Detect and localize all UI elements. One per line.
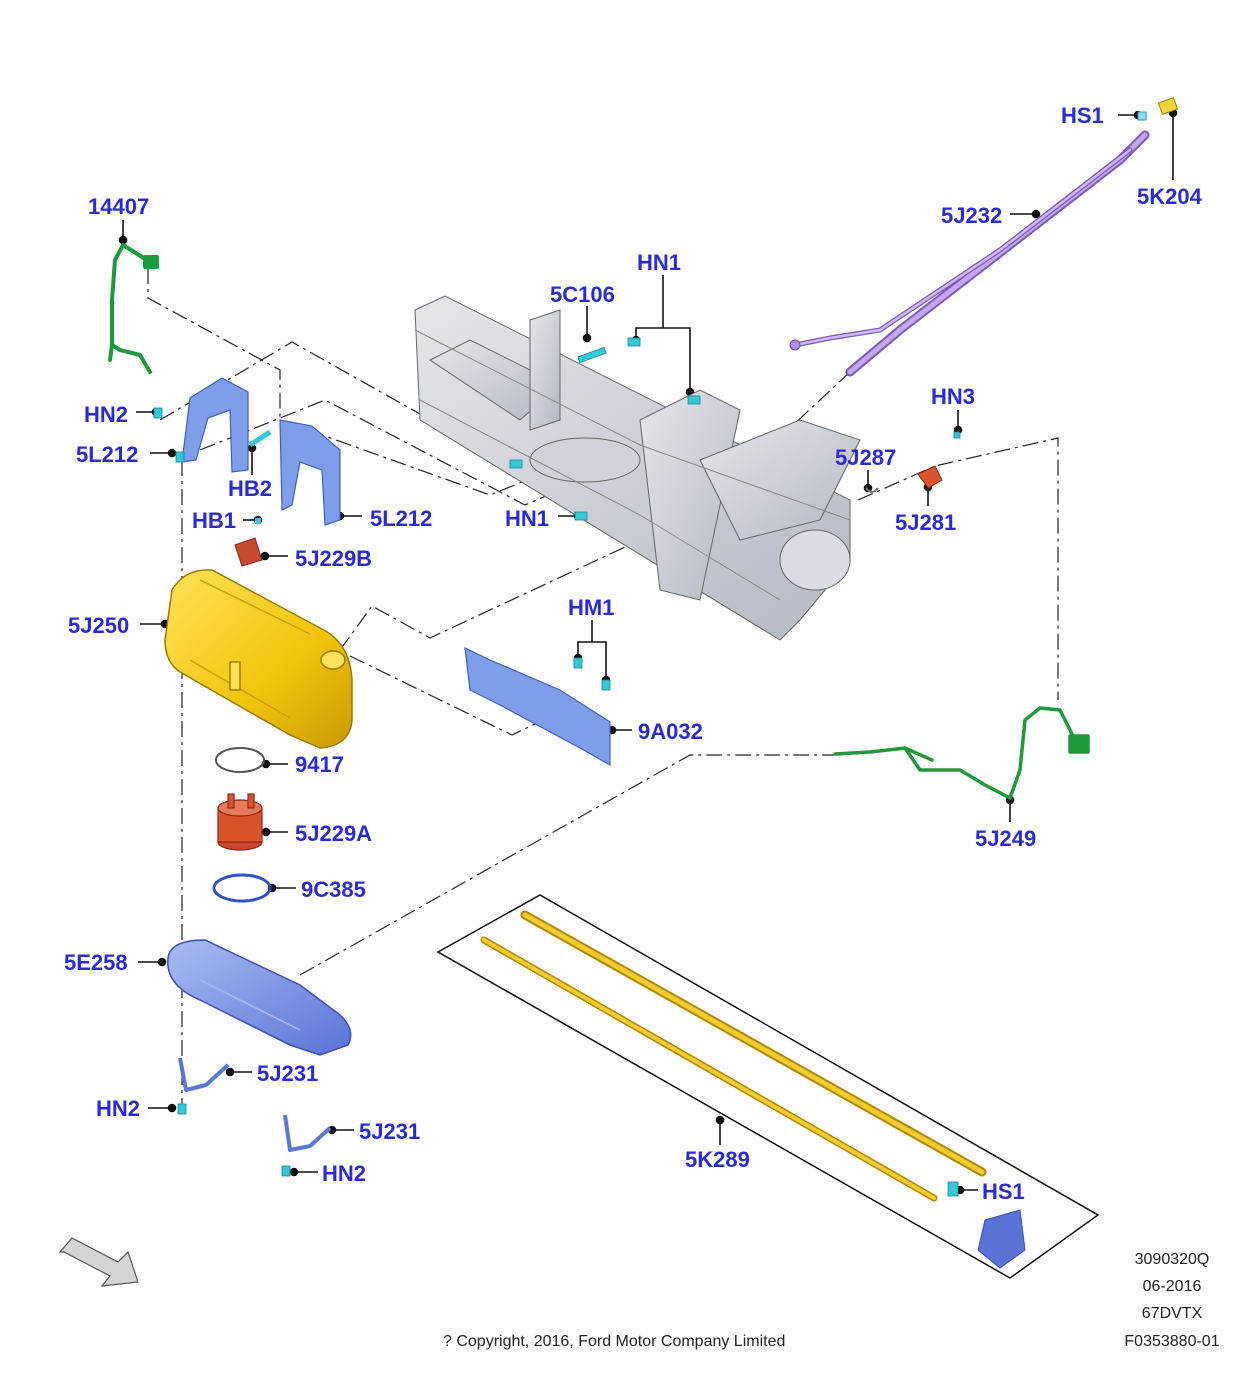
lock-ring-9c385 (212, 873, 272, 903)
footer-date: 06-2016 (1142, 1278, 1202, 1295)
callout-hn2-bottom: HN2 (322, 1161, 367, 1186)
bolt-hb1-icon (255, 518, 261, 524)
footer-model-code: 67DVTX (1141, 1305, 1203, 1322)
callout-5j281: 5J281 (895, 510, 957, 535)
callout-hn1-bottom: HN1 (505, 506, 550, 531)
callout-5l212-right: 5L212 (370, 506, 433, 531)
bracket-5j231-a (178, 1057, 230, 1092)
callout-9c385: 9C385 (301, 877, 366, 902)
callout-5k289: 5K289 (685, 1147, 750, 1172)
sender-cap-5j229b (234, 537, 263, 567)
callout-5j250: 5J250 (68, 613, 130, 638)
callout-14407: 14407 (88, 194, 150, 219)
callout-5l212-left: 5L212 (76, 442, 139, 467)
footer-copyright: ? Copyright, 2016, Ford Motor Company Li… (443, 1333, 786, 1350)
assembly-guide-lines (147, 268, 1059, 1110)
fuel-tank-5j250 (164, 569, 353, 749)
callout-5j229b: 5J229B (295, 546, 373, 571)
callout-hs1-top: HS1 (1061, 103, 1104, 128)
front-direction-arrow-icon (58, 1237, 139, 1287)
callout-5k204: 5K204 (1137, 184, 1202, 209)
vent-clip-icon (1137, 111, 1147, 121)
bolt-hb2-icon (248, 429, 272, 448)
fuel-pump-5j229a (217, 793, 263, 851)
callout-5j229a: 5J229A (295, 821, 373, 846)
callout-9a032: 9A032 (638, 719, 703, 744)
clip-5j287 (865, 487, 879, 493)
seal-ring-9417 (215, 747, 265, 773)
bracket-5j231-b (283, 1114, 332, 1152)
filler-pipe (789, 130, 1150, 377)
skid-plate-5e258 (167, 939, 352, 1056)
callout-5j287: 5J287 (835, 445, 897, 470)
callout-hb2: HB2 (228, 476, 273, 501)
heat-shield-9a032 (464, 646, 611, 767)
chassis-frame (414, 295, 861, 641)
callout-hn3: HN3 (931, 384, 976, 409)
tank-strap-left (181, 377, 249, 473)
sensor-5j281 (917, 465, 943, 489)
footer-illustration-code: 3090320Q (1134, 1251, 1210, 1268)
tank-strap-right (279, 419, 341, 526)
callout-hn1-top: HN1 (637, 250, 682, 275)
callout-hm1: HM1 (568, 595, 615, 620)
wiring-harness-14407 (108, 243, 159, 374)
callout-5e258: 5E258 (64, 950, 128, 975)
callout-5j232: 5J232 (941, 203, 1003, 228)
callout-hn2-mid: HN2 (96, 1096, 141, 1121)
callout-5j249: 5J249 (975, 826, 1037, 851)
callout-9417: 9417 (295, 752, 344, 777)
footer-figure-number: F0353880-01 (1124, 1333, 1220, 1350)
wiring-harness-5j249 (833, 706, 1090, 800)
callout-5j231-b: 5J231 (359, 1119, 421, 1144)
clip-fasteners (153, 337, 961, 1197)
callout-hb1: HB1 (192, 508, 237, 533)
callout-5c106: 5C106 (550, 282, 615, 307)
callout-hn2-top: HN2 (84, 402, 129, 427)
callout-5j231-a: 5J231 (257, 1061, 319, 1086)
fuel-cap-icon (1157, 96, 1179, 116)
callout-hs1-bottom: HS1 (982, 1179, 1025, 1204)
rod-kit-5k289 (436, 894, 1100, 1279)
